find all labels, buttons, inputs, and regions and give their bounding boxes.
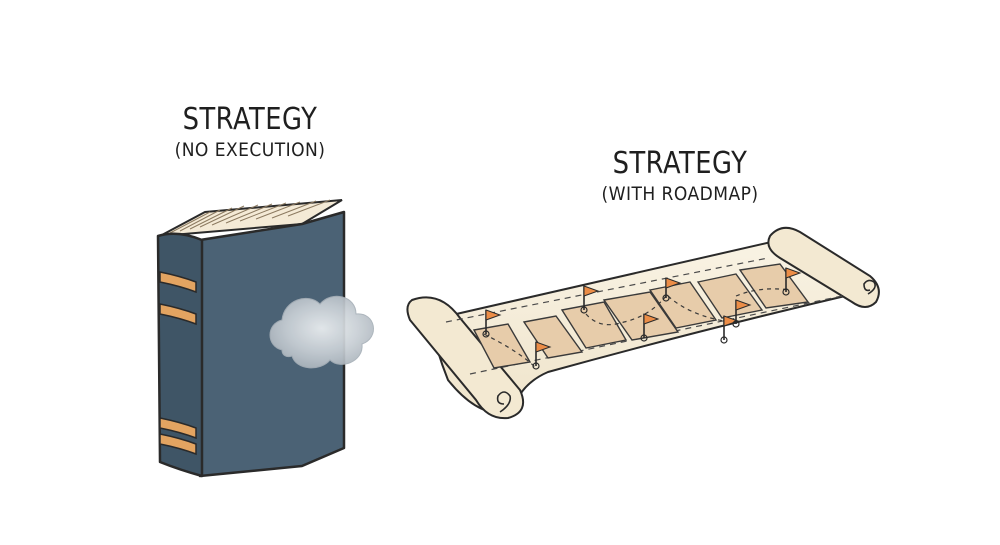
milestone-flags (482, 267, 802, 370)
milestone-flag-icon (782, 267, 802, 296)
cloud-icon (269, 295, 374, 369)
milestone-flag-icon (580, 285, 600, 314)
scroll-right-curl (863, 279, 876, 295)
milestone-flag-icon (532, 341, 552, 370)
scroll-left-curl (496, 391, 512, 413)
scroll-left-roll (406, 296, 524, 420)
milestone-flag-icon (720, 315, 740, 344)
book-spine-bands (159, 271, 197, 456)
left-title: STRATEGY (182, 102, 318, 137)
left-caption: STRATEGY (NO EXECUTION) (135, 103, 365, 163)
right-title: STRATEGY (612, 146, 748, 181)
book-page-lines (169, 199, 331, 234)
right-caption: STRATEGY (WITH ROADMAP) (565, 147, 795, 207)
milestone-flag-icon (732, 299, 752, 328)
milestone-flag-icon (662, 277, 682, 302)
roadmap-route (483, 288, 791, 369)
scroll-right-roll (767, 226, 880, 308)
book-spine (156, 232, 204, 478)
right-subtitle: (WITH ROADMAP) (601, 183, 759, 205)
milestone-flag-icon (482, 309, 502, 338)
milestone-flag-icon (640, 313, 660, 342)
scroll-roadmap-icon (406, 226, 880, 420)
left-subtitle: (NO EXECUTION) (174, 139, 326, 161)
closed-book-icon (156, 199, 346, 478)
